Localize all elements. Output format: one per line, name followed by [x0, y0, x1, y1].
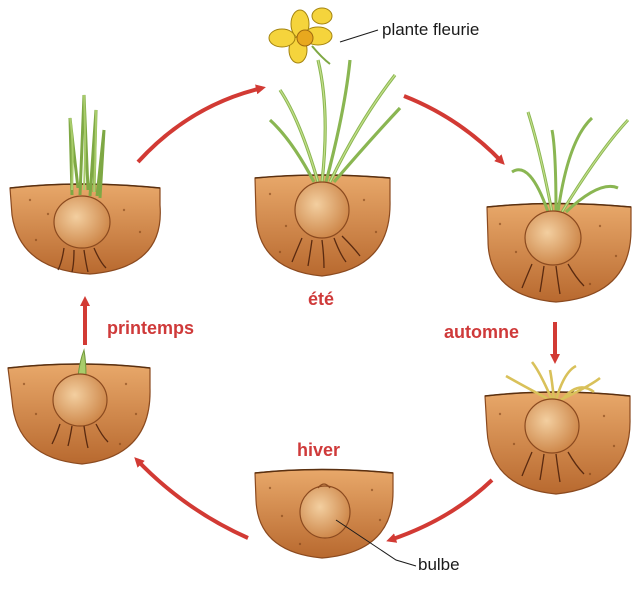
sprouting-bulb-icon	[7, 348, 151, 465]
bulb-with-dry-leaves-icon	[484, 361, 631, 495]
annotation-bulb: bulbe	[418, 555, 460, 574]
bulb-with-leaves-icon	[9, 94, 161, 275]
cycle-arrow-spring-to-summer	[136, 84, 266, 164]
season-label-summer: été	[308, 289, 335, 309]
daffodil-icon	[254, 7, 402, 277]
soil-texture	[22, 192, 618, 546]
bulb-with-wilting-leaves-icon	[486, 111, 632, 303]
dormant-bulb-icon	[254, 468, 417, 567]
season-label-winter: hiver	[297, 440, 341, 460]
season-label-autumn: automne	[444, 322, 520, 342]
cycle-arrow-winter-to-sprout	[134, 457, 249, 540]
daffodil-flower-icon	[268, 7, 333, 65]
annotation-flowering-plant: plante fleurie	[382, 20, 480, 39]
plante-fleurie-pointer	[339, 29, 379, 43]
season-label-spring: printemps	[107, 318, 195, 338]
cycle-arrow-summer-to-autumn	[403, 94, 505, 165]
bulbe-pointer	[335, 519, 417, 567]
cycle-arrow-autumn-to-winter	[386, 478, 494, 543]
